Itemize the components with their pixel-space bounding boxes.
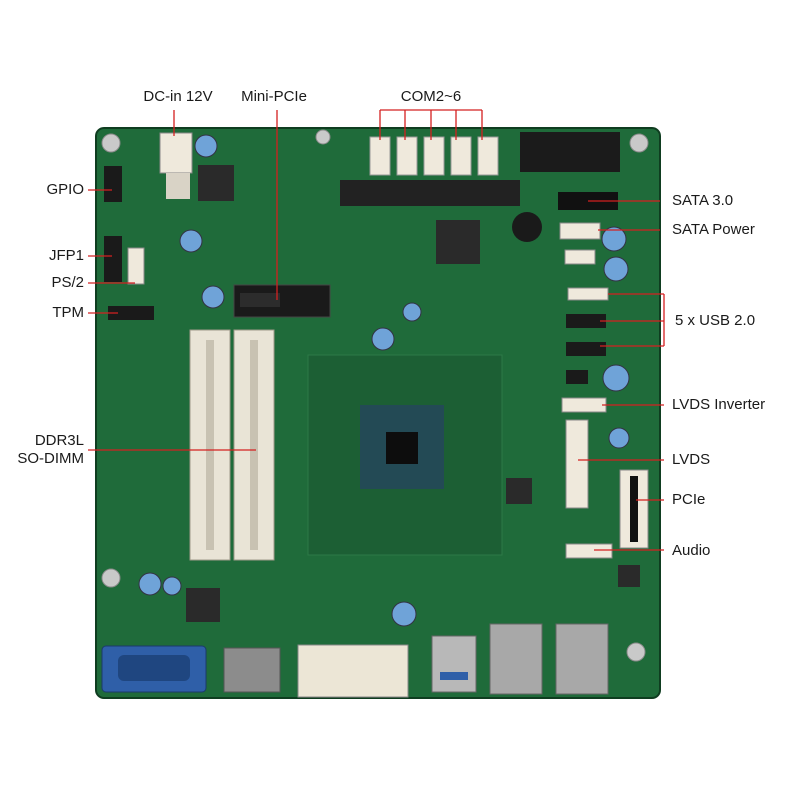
- label-mini-pcie: Mini-PCIe: [241, 88, 307, 105]
- tpm-header: [108, 306, 154, 320]
- label-so-dimm: SO-DIMM: [17, 450, 84, 467]
- dvi-port: [297, 644, 409, 698]
- capacitors: [138, 134, 630, 627]
- lan-port-1: [489, 623, 543, 695]
- mini-pcie-label-strip: [240, 293, 280, 307]
- audio-header: [565, 543, 613, 559]
- chip-super-io: [436, 220, 480, 264]
- com-headers: [369, 136, 499, 176]
- label-com: COM2~6: [400, 88, 462, 105]
- hdmi-port: [223, 647, 281, 693]
- pin-header-top-right: [520, 132, 620, 172]
- lvds-inverter-connector: [561, 397, 607, 413]
- label-dc-in: DC-in 12V: [143, 88, 213, 105]
- lvds-connector: [565, 419, 589, 509]
- usb-header-1: [567, 287, 609, 301]
- jfp1-header: [104, 236, 122, 282]
- label-pcie: PCIe: [672, 491, 706, 508]
- mounting-hole: [629, 133, 649, 153]
- chip: [618, 565, 640, 587]
- buzzer: [512, 212, 542, 242]
- label-lvds-inverter: LVDS Inverter: [672, 396, 766, 413]
- label-tpm: TPM: [52, 304, 84, 321]
- label-jfp1: JFP1: [48, 247, 84, 264]
- chip: [506, 478, 532, 504]
- usb3-port: [431, 635, 477, 693]
- label-usb: 5 x USB 2.0: [675, 312, 756, 329]
- dc-in-connector: [159, 132, 193, 174]
- gpio-header: [104, 166, 122, 202]
- label-sata-power: SATA Power: [672, 221, 755, 238]
- sata-power-connector-2: [564, 249, 596, 265]
- mounting-hole: [626, 642, 646, 662]
- ps2-header: [127, 247, 145, 285]
- sata-power-connector: [559, 222, 601, 240]
- chip: [186, 588, 220, 622]
- mounting-hole: [101, 568, 121, 588]
- usb-header-2: [566, 314, 606, 328]
- usb-header-3: [566, 342, 606, 356]
- mounting-hole: [315, 129, 331, 145]
- usb-header-4: [566, 370, 588, 384]
- label-audio: Audio: [672, 542, 711, 559]
- chip: [198, 165, 234, 201]
- label-sata3: SATA 3.0: [672, 192, 734, 209]
- pin-header-row: [340, 180, 520, 206]
- mounting-hole: [101, 133, 121, 153]
- label-ddr3l: DDR3L: [34, 432, 84, 449]
- dc-in-connector-base: [166, 173, 190, 199]
- label-ps2: PS/2: [51, 274, 84, 291]
- label-lvds: LVDS: [672, 451, 711, 468]
- soc-die: [386, 432, 418, 464]
- leader-lines: [88, 109, 665, 551]
- label-gpio: GPIO: [46, 181, 84, 198]
- lan-port-2: [555, 623, 609, 695]
